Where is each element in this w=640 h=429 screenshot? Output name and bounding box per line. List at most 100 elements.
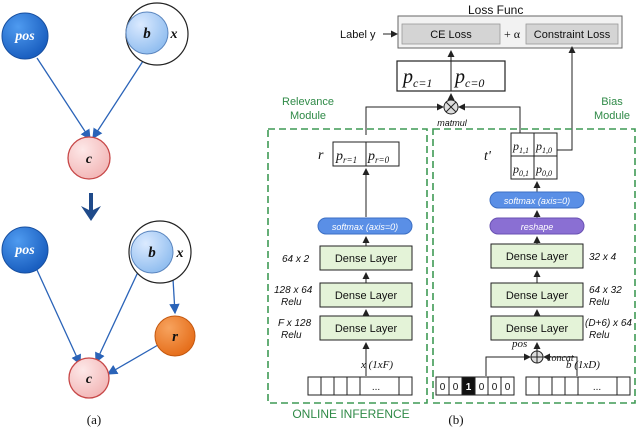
relevance-module-frame [267,128,428,404]
b-node-bottom [130,230,174,274]
bias-title-2: Module [594,110,630,122]
b-feature-vector: ... [525,376,631,396]
rel-softmax-label: softmax (axis=0) [332,222,398,232]
pc-right: pc=0 [453,66,484,90]
caption-a: (a) [87,412,101,427]
onehot-value: 0 [453,382,459,393]
onehot-value: 0 [492,382,498,393]
constraint-loss-box [525,23,619,45]
matmul-label: matmul [437,118,468,128]
bias-to-matmul [458,103,521,133]
rel-dense-1-label: Dense Layer [335,323,398,335]
rel-shape-bot-1: F x 128 [278,318,312,329]
bias-shape-mid-2: Relu [589,297,610,308]
bias-shape-mid-1: 64 x 32 [589,285,622,296]
rel-dense-2-label: Dense Layer [335,290,398,302]
r-output-label: r [318,148,324,163]
bias-shape-top: 32 x 4 [589,252,617,263]
loss-title: Loss Func [468,3,523,17]
pos-onehot-vector: 0 0 1 0 0 0 [435,376,515,396]
bias-shape-bot-1: (D+6) x 64 [585,318,632,329]
bias-to-constraint [557,46,576,151]
p-cell-01: p0,1 [512,162,529,178]
rel-shape-mid-1: 128 x 64 [274,285,313,296]
edge-pos-c-top [36,57,91,141]
p-cell-10: p1,0 [535,139,552,155]
ce-loss-box [401,23,501,45]
panel-b: Loss Func CE Loss + α Constraint Loss La… [267,3,636,427]
c-node-top [67,136,111,180]
rel-input-ellipsis: ... [372,382,380,393]
pr-left: pr=1 [335,149,357,165]
rel-dense-layer-3 [319,245,413,271]
t-output-label: t' [484,149,492,164]
pos-label-top: pos [14,29,35,44]
onehot-value: 0 [505,382,511,393]
b-vector-ellipsis: ... [593,382,601,393]
label-y: Label y [340,29,376,41]
bias-module-frame [432,128,636,404]
matmul-x2 [445,101,457,113]
relevance-title-1: Relevance [282,96,334,108]
pos-node-top [1,12,49,60]
b-input-label: b (1xD) [566,359,600,371]
rel-shape-mid-2: Relu [281,297,302,308]
edge-b-c-bottom [95,271,139,364]
edge-pos-c-bottom [36,269,81,366]
bias-title-1: Bias [601,96,623,108]
reshape-label: reshape [521,222,554,232]
rel-dense-3-label: Dense Layer [335,253,398,265]
bias-dense-3-label: Dense Layer [506,251,569,263]
pos-input-label: pos [511,338,527,350]
onehot-value: 1 [466,382,472,393]
onehot-value: 0 [440,382,446,393]
onehot-value: 0 [479,382,485,393]
b-node-top [125,11,169,55]
constraint-loss-label: Constraint Loss [534,29,611,41]
edge-r-c [106,344,159,375]
p-cell-00: p0,0 [535,162,552,178]
edge-b-c-top [92,57,146,140]
bias-dense-layer-2 [490,282,584,308]
rel-dense-layer-1 [319,315,413,341]
c-label-top: c [86,152,93,167]
rel-softmax-pill [317,217,413,235]
rel-input-label: x (1xF) [360,359,393,371]
r-node [154,315,196,357]
onehot-cell [500,376,515,396]
transition-arrow-head [81,206,101,221]
rel-shape-top: 64 x 2 [282,254,310,265]
pc-left: pc=1 [401,66,432,90]
b-to-concat [543,353,578,376]
rel-dense-layer-2 [319,282,413,308]
relevance-to-matmul [365,103,444,135]
relevance-title-2: Module [290,110,326,122]
bias-dense-2-label: Dense Layer [506,290,569,302]
bias-shape-bot-2: Relu [589,330,610,341]
c-node-bottom [68,357,110,399]
r-label: r [172,329,178,345]
bias-dense-layer-1 [490,315,584,341]
x-label-top: x [170,27,178,42]
c-label-bottom: c [86,372,93,387]
plus-alpha-label: + α [504,27,521,41]
pos-label-bottom: pos [14,243,35,258]
b-label-bottom: b [148,245,156,261]
bias-softmax-pill [489,191,585,209]
rel-input-vector: ... [307,376,413,396]
pos-to-concat [485,353,531,376]
pos-node-bottom [1,226,49,274]
pr-right: pr=0 [367,149,390,165]
ce-loss-label: CE Loss [430,29,472,41]
b-label-top: b [143,26,151,42]
panel-a: pos b x c pos b x r c (a) [1,2,196,427]
concat-label: concat [547,353,574,364]
p-cell-11: p1,1 [512,139,529,155]
bias-dense-1-label: Dense Layer [506,323,569,335]
x-label-bottom: x [176,246,184,261]
caption-b: (b) [448,412,463,427]
edge-b-r [169,278,180,315]
rel-shape-bot-2: Relu [281,330,302,341]
online-inference-label: ONLINE INFERENCE [292,407,409,421]
